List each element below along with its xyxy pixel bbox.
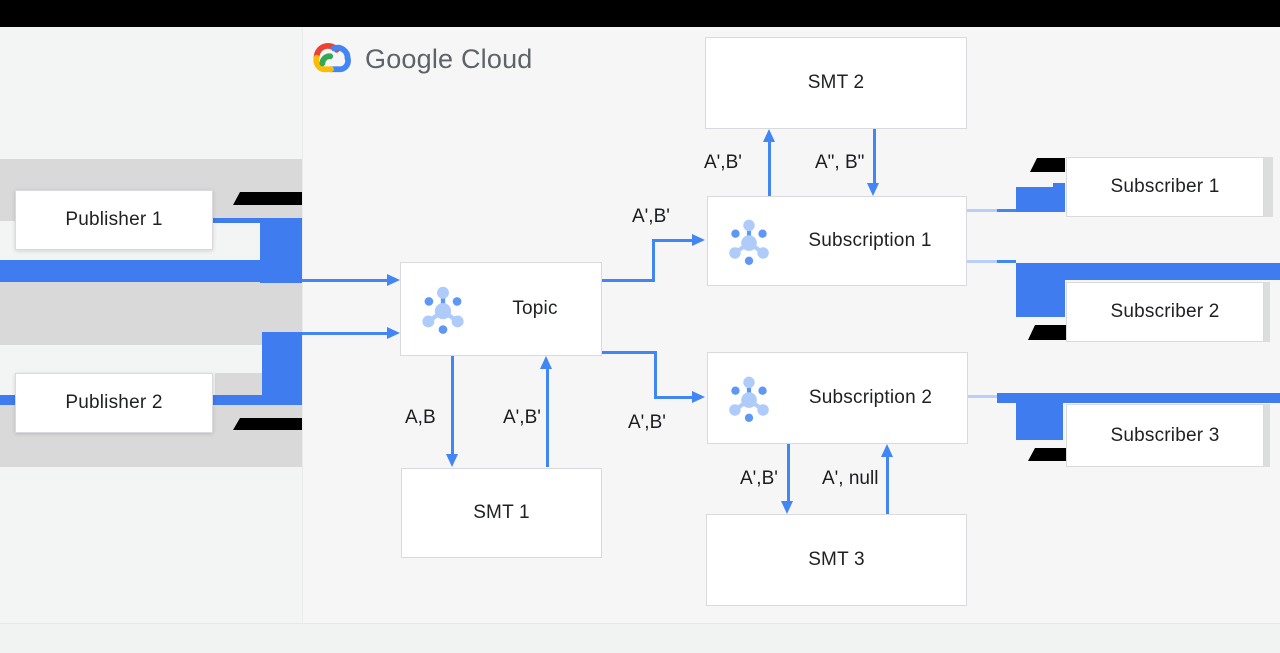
glitch-lightblue-line [967,395,997,398]
edge-label-smt3-to-subscription2: A', null [822,468,879,489]
glitch-lightblue-line [967,260,997,263]
node-label: Subscription 1 [808,230,932,251]
arrow-topic-to-subscription2 [602,351,657,354]
edge-label-subscription2-to-smt3: A',B' [740,468,778,489]
arrowhead [387,274,400,286]
glitch-black-bar [1028,325,1066,340]
edge-label-subscription1-to-smt2: A',B' [704,152,742,173]
arrowhead [540,356,552,369]
arrowhead [692,391,705,403]
arrow-smt2-to-subscription1 [873,129,876,183]
arrowhead [781,501,793,514]
node-publisher-1: Publisher 1 [15,190,213,250]
glitch-black-bar [1030,158,1065,172]
glitch-blue-connector [213,218,260,223]
glitch-lightblue-line [967,209,997,212]
node-label: Subscription 2 [808,387,933,408]
glitch-blue-block [260,218,302,283]
node-topic: Topic [400,262,602,356]
glitch-blue-block [262,332,302,405]
edge-label-topic-to-subscription1: A',B' [632,206,670,227]
glitch-blue-block [1016,187,1065,212]
node-label: SMT 2 [807,72,865,93]
google-cloud-wordmark: Google Cloud [365,44,533,74]
node-label: SMT 3 [808,549,865,570]
node-label: Topic [512,298,558,319]
glitch-blue-bar [0,260,260,282]
glitch-blue-step [1053,183,1065,188]
node-smt-3: SMT 3 [706,514,967,606]
glitch-blue-block [1016,263,1065,317]
google-cloud-logo: Google Cloud [308,38,533,81]
arrow-publisher1-to-topic [302,279,388,282]
arrow-subscription1-to-smt2 [768,142,771,196]
node-subscriber-2: Subscriber 2 [1066,282,1264,342]
arrowhead [446,454,458,467]
glitch-black-bar [233,418,302,430]
arrowhead [867,183,879,196]
arrowhead [881,444,893,457]
node-subscriber-1: Subscriber 1 [1066,157,1264,217]
node-label: Publisher 1 [65,209,163,230]
node-smt-2: SMT 2 [705,37,967,129]
arrowhead [692,234,705,246]
edge-label-smt1-to-topic: A',B' [503,407,541,428]
top-black-bar [0,0,1280,27]
arrowhead [763,129,775,142]
arrow-topic-to-smt1 [451,356,454,454]
node-label: SMT 1 [473,502,530,523]
node-subscriber-3: Subscriber 3 [1066,404,1264,467]
gray-band [0,282,302,345]
gray-strip [1264,282,1270,342]
arrow-topic-to-subscription2 [654,396,692,399]
glitch-blue-wide-bar [997,393,1280,403]
bottom-footer-bar [0,623,1280,653]
node-label: Subscriber 1 [1110,176,1220,197]
node-label: Publisher 2 [65,392,163,413]
arrow-topic-to-subscription1 [652,239,692,242]
edge-label-topic-to-smt1: A,B [405,407,436,428]
node-label: Subscriber 2 [1110,301,1220,322]
pubsub-icon [417,283,469,335]
glitch-blue-block [1016,393,1063,440]
arrow-subscription2-to-smt3 [787,444,790,501]
glitch-blue-wide-bar [1016,263,1280,280]
node-smt-1: SMT 1 [401,468,602,558]
gray-strip [1264,404,1270,467]
glitch-black-bar [233,192,302,205]
pubsub-icon [724,216,774,266]
arrow-smt3-to-subscription2 [886,457,889,514]
glitch-black-bar [1028,448,1066,461]
google-cloud-cloud-icon [308,38,354,81]
node-label: Subscriber 3 [1110,424,1220,446]
arrow-topic-to-subscription2 [654,351,657,398]
arrow-smt1-to-topic [546,369,549,467]
node-subscription-2: Subscription 2 [707,352,968,444]
pubsub-icon [724,373,774,423]
edge-label-topic-to-subscription2: A',B' [628,412,666,433]
arrow-topic-to-subscription1 [602,279,655,282]
gray-strip [1264,157,1273,217]
edge-label-smt2-to-subscription1: A", B" [815,152,865,173]
glitch-blue-line [997,209,1016,212]
glitch-blue-line [997,260,1016,263]
arrow-topic-to-subscription1 [652,241,655,282]
node-subscription-1: Subscription 1 [707,196,967,286]
arrow-publisher2-to-topic [302,332,388,335]
arrowhead [387,327,400,339]
node-publisher-2: Publisher 2 [15,373,213,433]
